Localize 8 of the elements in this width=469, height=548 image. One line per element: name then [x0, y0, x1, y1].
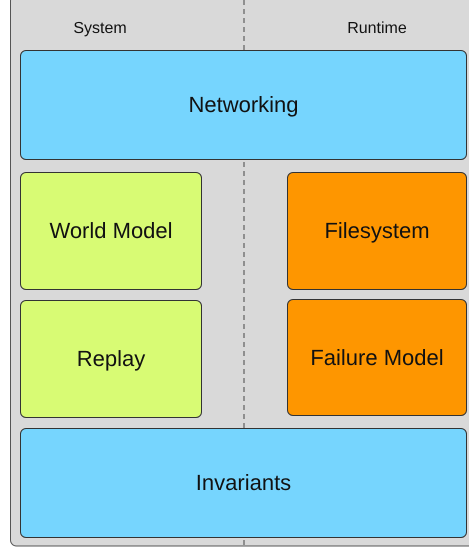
column-heading: System [73, 20, 127, 38]
process-box: Networking [20, 50, 467, 160]
process-box: Invariants [20, 428, 467, 538]
process-box: World Model [20, 172, 202, 290]
process-box: Replay [20, 300, 202, 418]
column-heading: Runtime [347, 20, 407, 38]
process-box: Filesystem [287, 172, 467, 290]
process-box: Failure Model [287, 299, 467, 416]
